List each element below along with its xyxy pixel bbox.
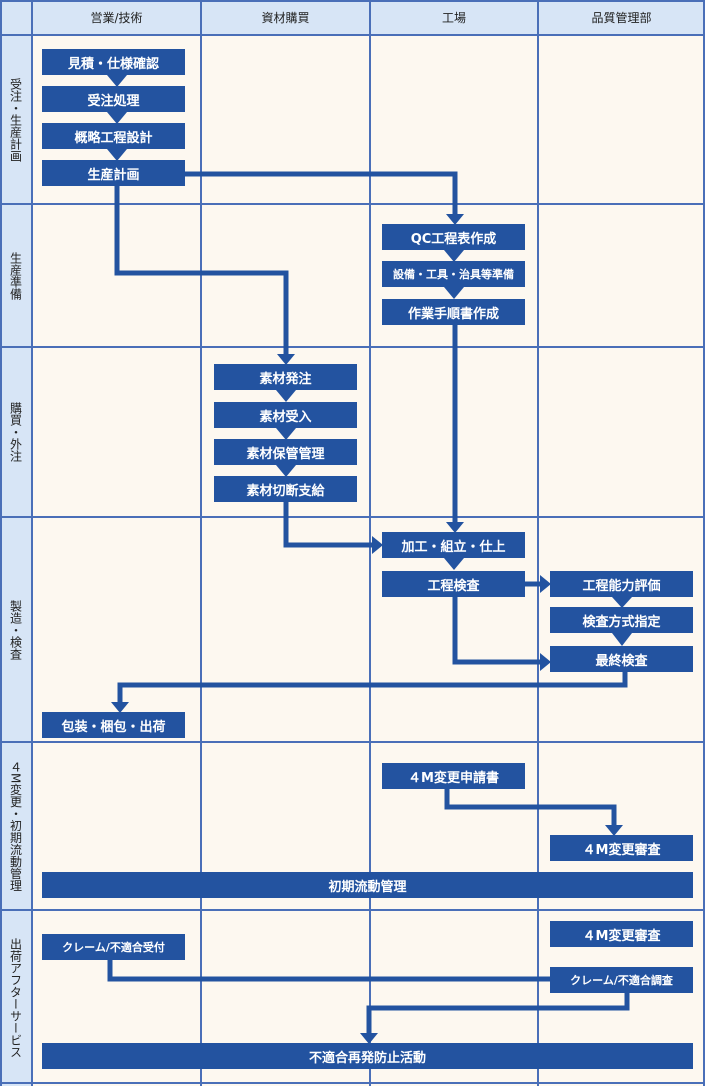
arrow-head (276, 428, 296, 440)
arrow-head (444, 287, 464, 299)
lane-label: ４M変更・初期流動管理 (8, 760, 23, 892)
grid-line (0, 741, 705, 743)
arrow-head (107, 112, 127, 124)
lane-purchasing: 購買・外注 (0, 347, 32, 517)
arrow-head (372, 536, 383, 554)
connector (117, 672, 628, 704)
step-recurrence-prevention: 不適合再発防止活動 (42, 1043, 693, 1069)
arrow-head (107, 75, 127, 87)
arrow-head (446, 214, 464, 225)
arrow-head (276, 465, 296, 477)
step-4m-request: ４M変更申請書 (382, 763, 525, 789)
step-equipment-prep: 設備・工具・治具等準備 (382, 261, 525, 287)
step-claim-investigation: クレーム/不適合調査 (550, 967, 693, 993)
grid-line (0, 203, 705, 205)
step-production-plan: 生産計画 (42, 160, 185, 186)
lane-production-prep: 生産準備 (0, 204, 32, 347)
connector (366, 993, 630, 1035)
step-process-design: 概略工程設計 (42, 123, 185, 149)
grid-line (31, 0, 33, 1086)
arrow-head (111, 702, 129, 713)
connector (444, 789, 617, 827)
step-material-cutting: 素材切断支給 (214, 476, 357, 502)
arrow-head (540, 575, 551, 593)
step-process-inspection: 工程検査 (382, 571, 525, 597)
step-claim-receipt: クレーム/不適合受付 (42, 934, 185, 960)
step-estimate-spec: 見積・仕様確認 (42, 49, 185, 75)
step-material-storage: 素材保管管理 (214, 439, 357, 465)
lane-label: 購買・外注 (8, 402, 23, 462)
step-work-procedure: 作業手順書作成 (382, 299, 525, 325)
step-material-receipt: 素材受入 (214, 402, 357, 428)
grid-line (0, 34, 705, 36)
step-machining-assembly: 加工・組立・仕上 (382, 532, 525, 558)
step-qc-chart: QC工程表作成 (382, 224, 525, 250)
grid-line (703, 0, 705, 1086)
step-material-order: 素材発注 (214, 364, 357, 390)
connector (107, 960, 550, 982)
arrow-head (276, 390, 296, 402)
arrow-head (277, 354, 295, 365)
lane-order-planning: 受注・生産計画 (0, 35, 32, 204)
step-inspection-method: 検査方式指定 (550, 607, 693, 633)
step-packing-shipping: 包装・梱包・出荷 (42, 712, 185, 738)
arrow-head (612, 633, 632, 646)
grid-line (537, 0, 539, 1086)
arrow-head (444, 250, 464, 262)
step-final-inspection: 最終検査 (550, 646, 693, 672)
lane-label: 生産準備 (8, 251, 23, 300)
step-4m-review: ４M変更審査 (550, 835, 693, 861)
connector (283, 502, 374, 548)
lane-4m-change: ４M変更・初期流動管理 (0, 742, 32, 910)
arrow-head (107, 149, 127, 161)
step-order-processing: 受注処理 (42, 86, 185, 112)
arrow-head (605, 825, 623, 836)
step-capability-eval: 工程能力評価 (550, 571, 693, 597)
grid-line (0, 1082, 705, 1084)
lane-label: 受注・生産計画 (8, 77, 23, 162)
lane-label: 出荷アフターサービス (8, 938, 23, 1058)
arrow-head (360, 1033, 378, 1044)
grid-line (200, 0, 202, 1086)
arrow-head (540, 653, 551, 671)
grid-line (0, 0, 2, 1086)
lane-after-service: 出荷アフターサービス (0, 910, 32, 1086)
corner-cell (0, 0, 32, 35)
column-header-quality: 品質管理部 (538, 0, 705, 35)
connector (452, 597, 542, 665)
column-header-purchasing: 資材購買 (201, 0, 370, 35)
column-header-factory: 工場 (370, 0, 538, 35)
arrow-head (612, 597, 632, 608)
grid-line (0, 909, 705, 911)
grid-line (0, 0, 705, 2)
grid-line (0, 516, 705, 518)
arrow-head (446, 522, 464, 533)
lane-label: 製造・検査 (8, 599, 23, 660)
grid-line (0, 346, 705, 348)
arrow-head (444, 558, 464, 570)
step-initial-flow-control: 初期流動管理 (42, 872, 693, 898)
lane-manufacturing: 製造・検査 (0, 517, 32, 742)
step-4m-review-2: ４M変更審査 (550, 921, 693, 947)
column-header-sales: 営業/技術 (32, 0, 201, 35)
connector (114, 186, 289, 356)
connector (185, 171, 458, 216)
